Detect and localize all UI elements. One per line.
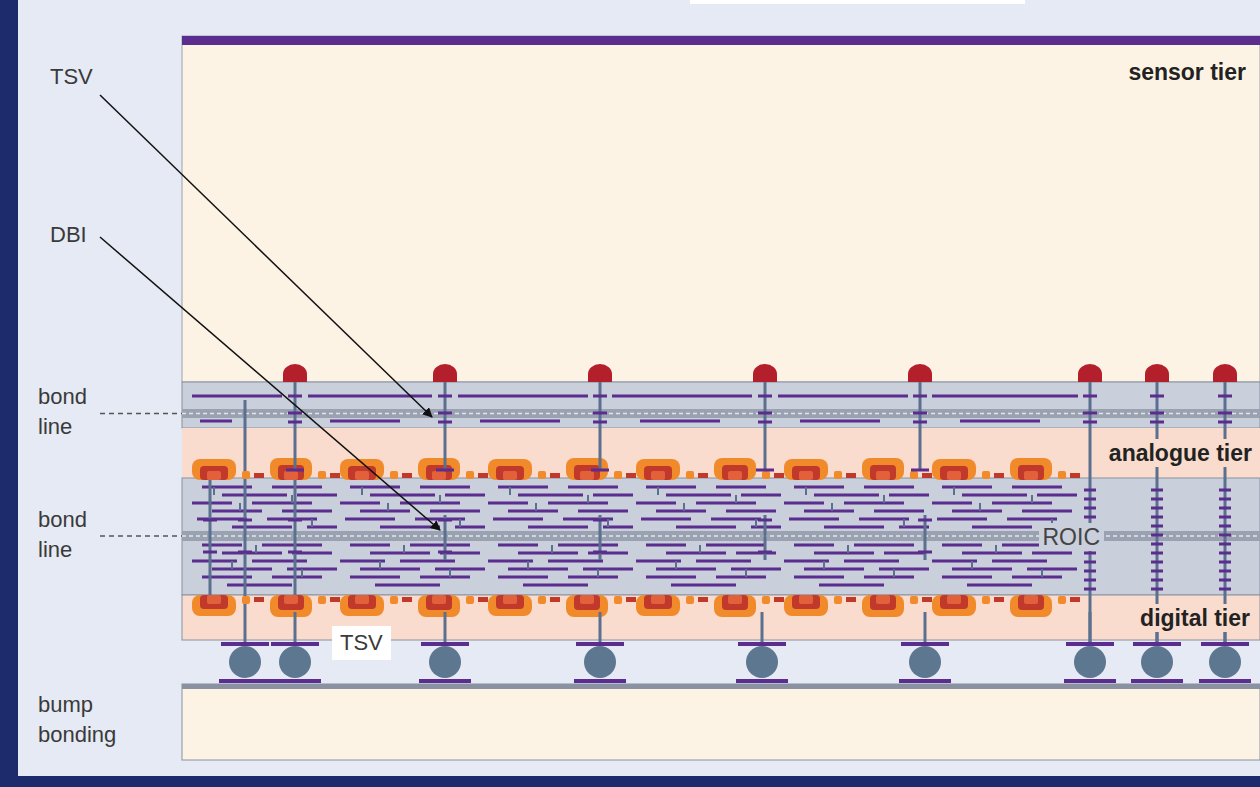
roic-vias	[210, 400, 925, 612]
upper-bond-layer	[182, 382, 1260, 428]
pixel-contact	[753, 364, 777, 382]
substrate-edge	[182, 684, 1260, 689]
digital-transistors	[784, 595, 932, 617]
roic-wiring	[784, 487, 929, 585]
tsv-via	[911, 382, 929, 470]
solder-bump	[899, 612, 951, 681]
panel-ground	[18, 0, 1260, 776]
bond-band	[182, 409, 1260, 418]
sensor-tier-band: sensor tier	[182, 36, 1260, 382]
pixel-contact	[588, 364, 612, 382]
roic-wiring	[636, 487, 781, 585]
analogue-transistors	[340, 458, 488, 480]
tier-label: digital tier	[1136, 604, 1254, 632]
digital-transistors	[340, 595, 488, 617]
tsv-via	[756, 382, 774, 470]
top-tab	[690, 0, 1025, 4]
tsv-via	[286, 382, 304, 470]
bond-line-label: bond line	[38, 505, 98, 565]
pixel-contact	[1078, 364, 1102, 382]
solder-bump	[419, 612, 471, 681]
pixel-contact	[908, 364, 932, 382]
digital-transistors	[488, 595, 636, 617]
sensor-layer	[182, 36, 1260, 382]
part-label: DBI	[50, 220, 130, 250]
pixel-contact	[283, 364, 307, 382]
roic-wiring	[340, 487, 485, 585]
tier-label: ROIC	[1039, 523, 1105, 551]
bond-line-label: bond line	[38, 382, 98, 442]
tsv-via	[591, 382, 609, 470]
digital-transistors	[192, 595, 340, 617]
digital-transistors	[932, 595, 1080, 617]
sensor-top-electrode	[182, 36, 1260, 45]
solder-bump	[1064, 612, 1116, 681]
analogue-transistors	[192, 458, 340, 480]
solder-bump	[269, 612, 321, 681]
part-label: TSV	[332, 626, 391, 660]
solder-bump	[736, 612, 788, 681]
roic-wiring	[192, 487, 337, 585]
bond-line-leader	[100, 413, 182, 415]
analogue-transistors	[784, 458, 932, 480]
roic-interconnect	[182, 478, 1260, 595]
bond-line-leader	[100, 535, 182, 537]
leader-arrow	[100, 237, 440, 530]
bump-bonding-label: bump bonding	[38, 690, 150, 750]
solder-bump	[574, 612, 626, 681]
pixel-contact	[433, 364, 457, 382]
bond-line	[182, 413, 1260, 415]
analogue-transistors	[932, 458, 1080, 480]
tier-label: sensor tier	[1124, 58, 1250, 86]
roic-wiring	[488, 487, 633, 585]
substrate	[182, 684, 1260, 760]
solder-bump	[219, 612, 271, 681]
analogue-tier-band: analogue tier	[182, 428, 1260, 478]
dbi-pads	[203, 520, 932, 552]
roic-band: ROIC	[182, 478, 1260, 595]
part-label: TSV	[50, 62, 130, 92]
analogue-transistors	[488, 458, 636, 480]
upper-wiring	[192, 396, 1078, 421]
leader-arrow	[100, 95, 432, 417]
pixel-contact	[1213, 364, 1237, 382]
via-stack	[1083, 382, 1097, 645]
tsv-via	[436, 382, 454, 470]
tier-label: analogue tier	[1105, 439, 1256, 467]
pixel-contact	[1145, 364, 1169, 382]
